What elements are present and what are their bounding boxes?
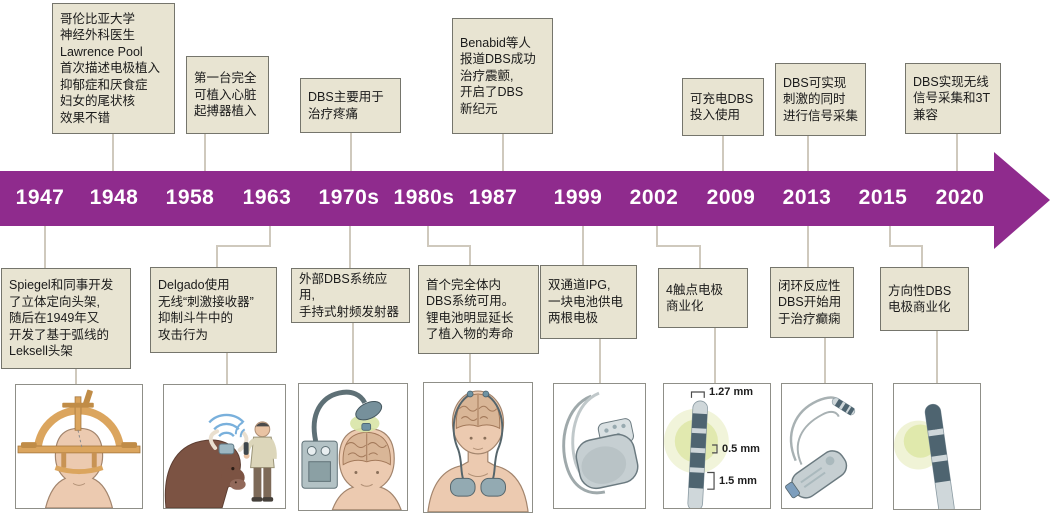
event-text: DBS实现无线 信号采集和3T 兼容 [913,74,991,122]
event-box-top-2009: 可充电DBS 投入使用 [682,78,764,136]
event-text: Spiegel和同事开发 了立体定向头架, 随后在1949年又 开发了基于弧线的… [9,278,114,359]
event-text: 4触点电极 商业化 [666,282,723,314]
illustration-fully-implanted-dbs-system [423,382,533,513]
bull-wireless-stimulation-icon [164,413,277,508]
event-box-bottom-1947: Spiegel和同事开发 了立体定向头架, 随后在1949年又 开发了基于弧线的… [1,268,131,369]
year-label-1963: 1963 [242,186,292,209]
year-label-1999: 1999 [553,186,603,209]
ipg-device-icon [562,391,639,495]
event-text: 首个完全体内 DBS系统可用。 锂电池明显延长 了植入物的寿命 [426,277,515,342]
event-box-top-2013: DBS可实现 刺激的同时 进行信号采集 [775,63,866,136]
fully-implanted-dbs-system-icon [427,390,529,512]
event-text: 第一台完全 可植入心脏 起搏器植入 [194,71,257,119]
event-box-bottom-1999: 双通道IPG, 一块电池供电 两根电极 [540,265,637,339]
illustration-bull-wireless-stimulation [163,384,286,509]
event-box-bottom-1963: Delgado使用 无线“刺激接收器” 抑制斗牛中的 攻击行为 [150,267,277,353]
electrode-diameter-label: 1.27 mm [709,386,754,398]
year-label-1987: 1987 [468,186,518,209]
timeline-arrow [0,152,1050,249]
event-box-bottom-1970s: 外部DBS系统应用, 手持式射频发射器 [291,268,410,323]
event-text: Delgado使用 无线“刺激接收器” 抑制斗牛中的 攻击行为 [158,278,254,342]
year-label-2002: 2002 [629,186,679,209]
year-label-1948: 1948 [89,186,139,209]
event-box-bottom-1980s: 首个完全体内 DBS系统可用。 锂电池明显延长 了植入物的寿命 [418,265,539,354]
illustration-quadripolar-electrode: 1.27 mm 0.5 mm 1.5 mm [663,383,771,509]
illustration-closed-loop-dbs-device [781,383,873,509]
event-text: 哥伦比亚大学 神经外科医生 Lawrence Pool 首次描述电极植入 抑郁症… [60,11,161,125]
event-text: DBS主要用于 治疗疼痛 [308,90,384,121]
illustration-stereotactic-head-frame [15,384,143,509]
year-label-2013: 2013 [782,186,832,209]
event-box-top-1987: Benabid等人 报道DBS成功 治疗震颤, 开启了DBS 新纪元 [452,18,553,134]
event-box-bottom-2013: 闭环反应性 DBS开始用 于治疗癫痫 [770,267,854,338]
electrode-gap-label: 0.5 mm [722,443,760,455]
illustration-external-dbs-transmitter [298,383,408,511]
event-box-top-1970s: DBS主要用于 治疗疼痛 [300,78,401,133]
event-box-top-1948: 哥伦比亚大学 神经外科医生 Lawrence Pool 首次描述电极植入 抑郁症… [52,3,175,134]
event-text: 外部DBS系统应用, 手持式射频发射器 [299,271,400,319]
event-box-bottom-2002: 4触点电极 商业化 [658,268,748,328]
illustration-dual-channel-ipg [553,383,646,509]
event-text: Benabid等人 报道DBS成功 治疗震颤, 开启了DBS 新纪元 [460,35,536,116]
year-label-1947: 1947 [15,186,65,209]
connector-lines [44,133,958,384]
event-text: DBS可实现 刺激的同时 进行信号采集 [783,75,859,123]
event-text: 方向性DBS 电极商业化 [888,283,952,315]
stereotactic-head-frame-icon [17,389,141,508]
closed-loop-dbs-device-icon [785,396,856,499]
event-box-top-1958: 第一台完全 可植入心脏 起搏器植入 [186,56,269,134]
year-label-2009: 2009 [706,186,756,209]
quadripolar-electrode-icon [664,391,729,508]
event-text: 可充电DBS 投入使用 [690,91,754,123]
event-box-bottom-2015: 方向性DBS 电极商业化 [880,267,969,331]
event-text: 双通道IPG, 一块电池供电 两根电极 [548,278,624,326]
year-label-2015: 2015 [858,186,908,209]
year-label-2020: 2020 [935,186,985,209]
year-label-1958: 1958 [165,186,215,209]
illustration-directional-electrode [893,383,981,510]
event-text: 闭环反应性 DBS开始用 于治疗癫痫 [778,278,842,326]
event-box-top-2020: DBS实现无线 信号采集和3T 兼容 [905,63,1001,134]
directional-electrode-icon [894,403,955,509]
year-label-1980s: 1980s [393,186,455,209]
external-dbs-transmitter-icon [301,389,402,510]
year-label-1970s: 1970s [318,186,380,209]
electrode-contact-label: 1.5 mm [719,475,757,487]
